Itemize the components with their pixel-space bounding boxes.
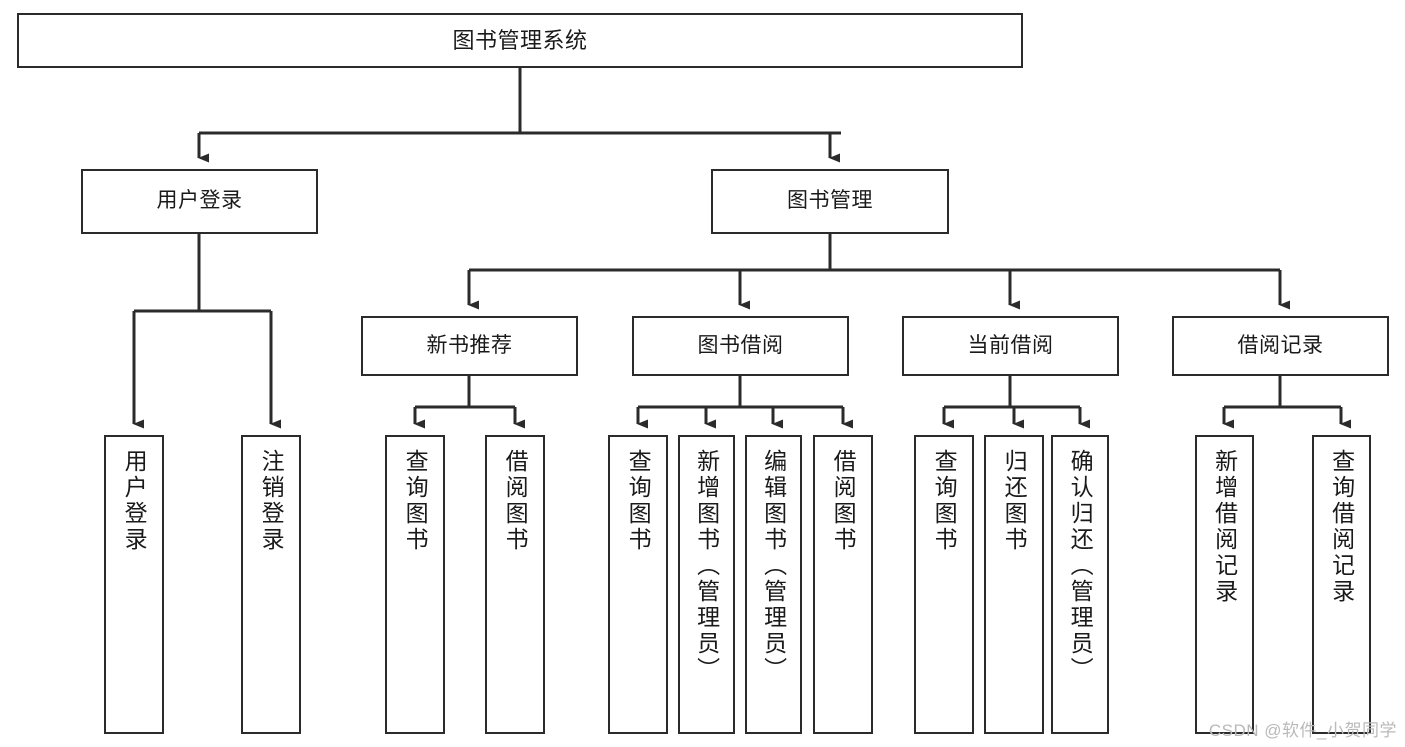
node-leaf-edit-book-label: 编辑图书（管理员） [760, 449, 787, 683]
node-root[interactable]: 图书管理系统 [17, 13, 1023, 68]
node-new-book-rec-label: 新书推荐 [426, 333, 513, 357]
node-leaf-logout[interactable]: 注销登录 [241, 435, 301, 734]
node-leaf-query-book-1[interactable]: 查询图书 [385, 435, 445, 734]
node-leaf-borrow-book-2-label: 借阅图书 [830, 449, 857, 553]
node-book-borrow-label: 图书借阅 [697, 333, 784, 357]
node-leaf-return-book-label: 归还图书 [1001, 449, 1028, 553]
node-current-borrow-label: 当前借阅 [967, 333, 1054, 357]
node-leaf-query-record[interactable]: 查询借阅记录 [1312, 435, 1371, 734]
node-current-borrow[interactable]: 当前借阅 [902, 316, 1119, 376]
node-book-manage-label: 图书管理 [787, 189, 873, 213]
node-leaf-confirm-return[interactable]: 确认归还（管理员） [1051, 435, 1109, 734]
node-new-book-rec[interactable]: 新书推荐 [361, 316, 578, 376]
node-book-borrow[interactable]: 图书借阅 [632, 316, 849, 376]
node-leaf-borrow-book-2[interactable]: 借阅图书 [813, 435, 873, 734]
node-leaf-add-book-label: 新增图书（管理员） [693, 449, 720, 683]
node-leaf-query-book-3[interactable]: 查询图书 [914, 435, 974, 734]
node-leaf-add-book[interactable]: 新增图书（管理员） [678, 435, 735, 734]
node-leaf-user-login-label: 用户登录 [121, 449, 148, 553]
node-leaf-add-record[interactable]: 新增借阅记录 [1195, 435, 1254, 734]
node-borrow-record-label: 借阅记录 [1237, 333, 1324, 357]
node-leaf-add-record-label: 新增借阅记录 [1211, 449, 1238, 605]
node-leaf-edit-book[interactable]: 编辑图书（管理员） [745, 435, 802, 734]
node-leaf-borrow-book-1[interactable]: 借阅图书 [485, 435, 545, 734]
node-user-login-label: 用户登录 [156, 189, 243, 213]
node-leaf-logout-label: 注销登录 [258, 449, 285, 553]
node-leaf-borrow-book-1-label: 借阅图书 [502, 449, 529, 553]
node-leaf-query-book-1-label: 查询图书 [402, 449, 429, 553]
watermark: CSDN @软件_小贺同学 [1208, 721, 1397, 740]
node-leaf-query-book-3-label: 查询图书 [931, 449, 958, 553]
node-leaf-user-login[interactable]: 用户登录 [104, 435, 164, 734]
node-book-manage[interactable]: 图书管理 [711, 169, 949, 234]
node-borrow-record[interactable]: 借阅记录 [1172, 316, 1389, 376]
node-leaf-query-book-2-label: 查询图书 [625, 449, 652, 553]
node-leaf-query-book-2[interactable]: 查询图书 [608, 435, 668, 734]
node-root-label: 图书管理系统 [452, 27, 588, 53]
node-leaf-confirm-return-label: 确认归还（管理员） [1067, 449, 1094, 683]
node-user-login[interactable]: 用户登录 [81, 169, 318, 234]
node-leaf-return-book[interactable]: 归还图书 [984, 435, 1044, 734]
node-leaf-query-record-label: 查询借阅记录 [1328, 449, 1355, 605]
